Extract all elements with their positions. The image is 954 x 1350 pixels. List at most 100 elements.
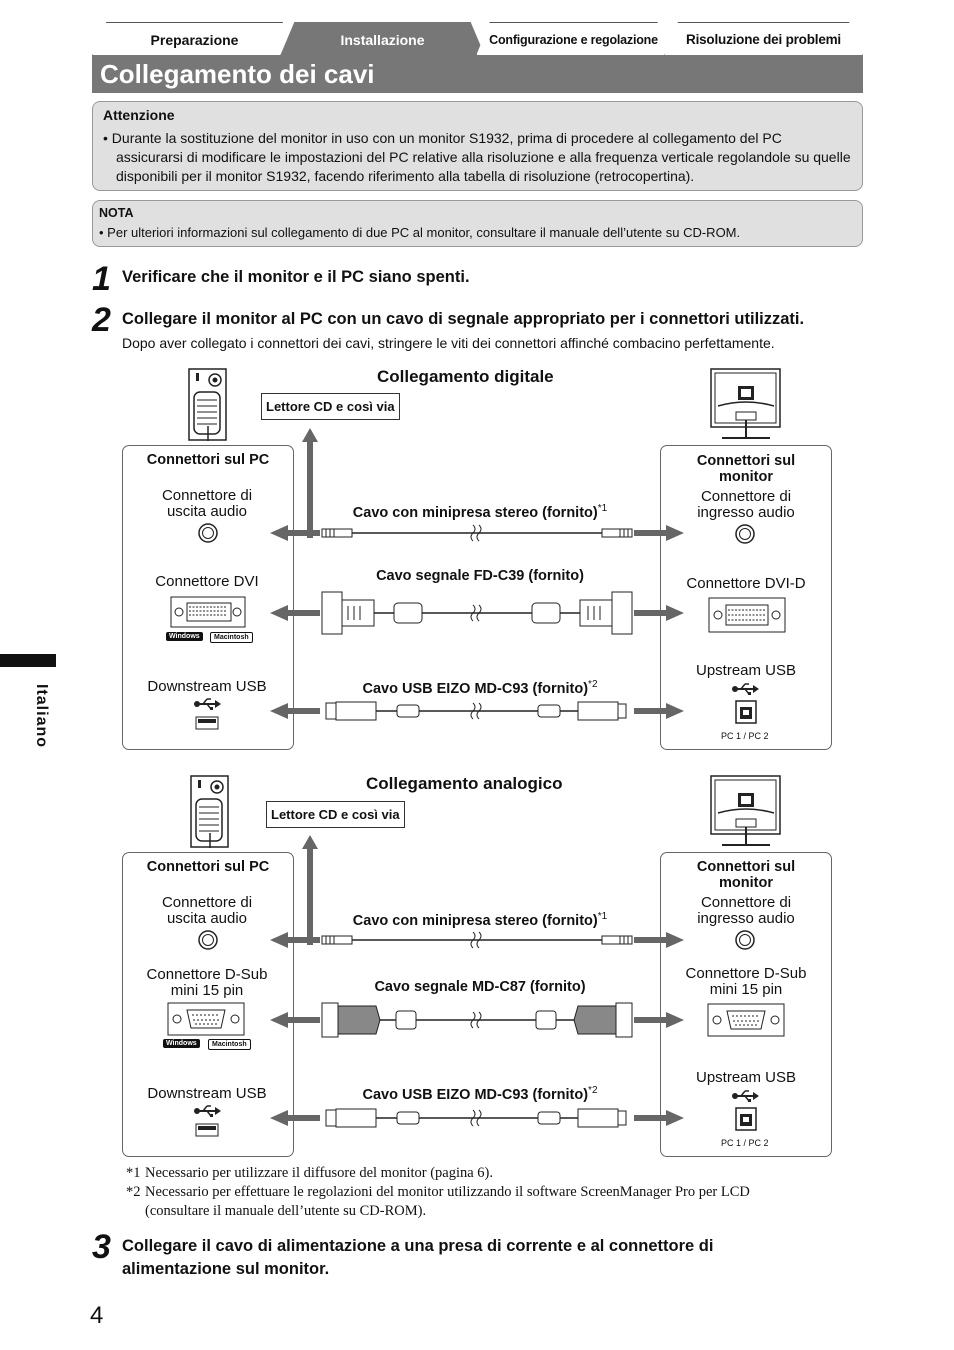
analog-mon-video-label-l1: Connettore D-Sub <box>685 965 807 982</box>
digital-up-arrow <box>302 428 318 538</box>
step-3-number: 3 <box>92 1228 111 1266</box>
attention-title: Attenzione <box>103 107 175 123</box>
tab-risoluzione[interactable]: Risoluzione dei problemi <box>664 22 863 56</box>
digital-video-cable-label: Cavo segnale FD-C39 (fornito) <box>376 568 584 584</box>
step-3-text-l1: Collegare il cavo di alimentazione a una… <box>122 1237 714 1255</box>
analog-windows-badge: Windows <box>163 1039 200 1048</box>
analog-mon-audio-label-l2: ingresso audio <box>697 910 795 927</box>
analog-monitor-head: Connettori sul monitor <box>661 859 831 891</box>
attention-box: Attenzione • Durante la sostituzione del… <box>92 101 863 191</box>
digital-mon-audio-label: Connettore di ingresso audio <box>671 489 821 521</box>
footnote-1-text: Necessario per utilizzare il diffusore d… <box>145 1165 494 1181</box>
digital-pc-head: Connettori sul PC <box>146 452 270 468</box>
usb-symbol-icon <box>732 683 759 695</box>
digital-monitor-head-l1: Connettori sul <box>696 453 796 469</box>
analog-audio-cable <box>270 931 684 949</box>
digital-pc-audio-label: Connettore di uscita audio <box>132 488 282 520</box>
analog-title: Collegamento analogico <box>366 774 563 793</box>
analog-usb-cable-label: Cavo USB EIZO MD-C93 (fornito)*2 <box>300 1085 660 1103</box>
note-box: NOTA • Per ulteriori informazioni sul co… <box>92 200 863 247</box>
usb-b-port-icon <box>735 1107 757 1131</box>
analog-pc-head: Connettori sul PC <box>146 859 270 875</box>
footnote-ref-1: *1 <box>597 503 608 514</box>
usb-symbol-icon <box>194 1105 221 1117</box>
digital-pc-audio-label-l2: uscita audio <box>166 503 248 520</box>
footnote-ref-1: *1 <box>597 911 608 922</box>
pc-tower-icon <box>188 368 227 441</box>
digital-usb-cable-label: Cavo USB EIZO MD-C93 (fornito)*2 <box>300 679 660 697</box>
step-2-number: 2 <box>92 301 111 339</box>
footnote-2-text-l2: (consultare il manuale dell’utente su CD… <box>145 1203 427 1219</box>
footnote-2-text-l1: Necessario per effettuare le regolazioni… <box>145 1184 750 1200</box>
digital-monitor-head: Connettori sul monitor <box>661 453 831 485</box>
analog-audio-cable-text: Cavo con minipresa stereo (fornito) <box>352 912 598 929</box>
analog-usb-cable-text: Cavo USB EIZO MD-C93 (fornito) <box>362 1086 589 1103</box>
dsub-port-icon <box>707 1003 785 1037</box>
step-1-text: Verificare che il monitor e il PC siano … <box>122 268 470 286</box>
digital-audio-cable-label: Cavo con minipresa stereo (fornito)*1 <box>300 503 660 521</box>
digital-video-cable <box>270 591 684 635</box>
digital-pc-video-label: Connettore DVI <box>155 573 259 590</box>
tab-installazione[interactable]: Installazione <box>280 22 485 56</box>
analog-mon-video-label-l2: mini 15 pin <box>709 981 783 998</box>
analog-pc-usb-label: Downstream USB <box>147 1085 267 1102</box>
audio-jack-icon <box>735 930 755 950</box>
digital-pc-audio-label-l1: Connettore di <box>161 487 253 504</box>
section-tabs: Preparazione Installazione Configurazion… <box>92 22 863 56</box>
audio-jack-icon <box>198 930 218 950</box>
note-text: • Per ulteriori informazioni sul collega… <box>99 225 741 240</box>
attention-text: • Durante la sostituzione del monitor in… <box>103 130 851 184</box>
digital-mon-audio-label-l1: Connettore di <box>700 488 792 505</box>
footnote-ref-2: *2 <box>588 679 598 690</box>
side-language-label: Italiano <box>33 684 50 749</box>
analog-pc-video-label-l2: mini 15 pin <box>170 982 244 999</box>
tab-preparazione[interactable]: Preparazione <box>92 22 297 56</box>
analog-audio-cable-label: Cavo con minipresa stereo (fornito)*1 <box>300 911 660 929</box>
tab-configurazione[interactable]: Configurazione e regolazione <box>476 22 671 56</box>
pc-tower-icon <box>190 775 229 848</box>
page-number: 4 <box>90 1302 104 1329</box>
digital-mac-badge: Macintosh <box>210 632 253 643</box>
monitor-back-icon <box>710 368 781 439</box>
audio-jack-icon <box>735 524 755 544</box>
analog-monitor-head-l2: monitor <box>719 875 773 891</box>
audio-jack-icon <box>198 523 218 543</box>
step-3-text-l2: alimentazione sul monitor. <box>122 1260 330 1278</box>
digital-cd-tag: Lettore CD e così via <box>261 393 400 420</box>
analog-monitor-head-l1: Connettori sul <box>696 859 796 875</box>
page-title: Collegamento dei cavi <box>92 55 863 93</box>
usb-symbol-icon <box>194 698 221 710</box>
digital-mon-usb-label: Upstream USB <box>695 662 797 679</box>
usb-a-port-icon <box>195 716 219 730</box>
analog-video-cable-label: Cavo segnale MD-C87 (fornito) <box>374 979 586 995</box>
footnote-ref-2: *2 <box>588 1085 598 1096</box>
digital-usb-cable-text: Cavo USB EIZO MD-C93 (fornito) <box>362 680 589 697</box>
note-title: NOTA <box>99 206 134 220</box>
step-1-number: 1 <box>92 260 111 298</box>
analog-pc-video-label-l1: Connettore D-Sub <box>146 966 268 983</box>
step-2-text: Collegare il monitor al PC con un cavo d… <box>122 310 805 328</box>
analog-pc-audio-label-l1: Connettore di <box>161 894 253 911</box>
analog-usb-cable <box>270 1108 684 1128</box>
side-language-bar <box>0 654 56 667</box>
analog-mon-usb-label: Upstream USB <box>695 1069 797 1086</box>
analog-pc-audio-label: Connettore di uscita audio <box>132 895 282 927</box>
analog-pc-video-label: Connettore D-Sub mini 15 pin <box>132 967 282 999</box>
analog-mon-audio-label: Connettore di ingresso audio <box>671 895 821 927</box>
analog-cd-tag: Lettore CD e così via <box>266 801 405 828</box>
monitor-back-icon <box>710 775 781 846</box>
digital-mon-video-label: Connettore DVI-D <box>686 575 806 592</box>
digital-mon-audio-label-l2: ingresso audio <box>697 504 795 521</box>
digital-usb-cable <box>270 701 684 721</box>
digital-pc12-label: PC 1 / PC 2 <box>721 731 769 741</box>
dvi-d-port-icon <box>708 597 786 633</box>
usb-b-port-icon <box>735 700 757 724</box>
usb-symbol-icon <box>732 1090 759 1102</box>
footnote-1-mark: *1 <box>126 1165 141 1181</box>
footnote-2-mark: *2 <box>126 1184 141 1200</box>
analog-video-cable <box>270 1002 684 1038</box>
usb-a-port-icon <box>195 1123 219 1137</box>
dvi-port-icon <box>170 596 246 628</box>
